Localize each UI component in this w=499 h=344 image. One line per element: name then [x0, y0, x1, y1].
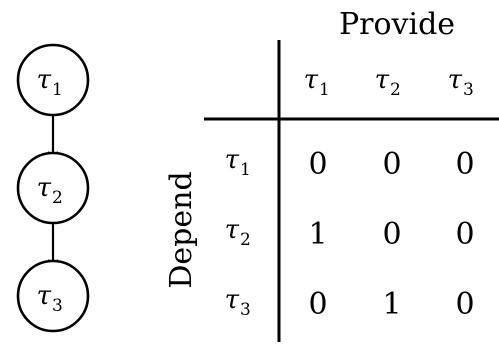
matrix-cell-3-3: 0	[455, 287, 474, 322]
matrix-col-header-3: τ 3	[448, 65, 474, 100]
graph-node-3-symbol: τ	[37, 281, 52, 311]
matrix-cell-2-2: 0	[382, 217, 401, 252]
graph-node-1: τ 1	[16, 43, 90, 117]
matrix-row-title: Depend	[164, 171, 199, 288]
dependency-graph: τ 1 τ 2 τ 3	[16, 43, 90, 333]
matrix-cell-3-2: 1	[382, 287, 401, 322]
matrix-row-header-1: τ 1	[225, 145, 251, 180]
matrix-col-header-1: τ 1	[304, 65, 330, 100]
matrix-cell-1-2: 0	[382, 147, 401, 182]
dependency-matrix: Provide Depend τ 1 τ 2 τ 3 τ 1 τ 2 τ	[164, 7, 499, 342]
matrix-column-title: Provide	[339, 7, 455, 42]
matrix-row-header-2-symbol: τ	[225, 215, 240, 245]
matrix-cell-3-1: 0	[308, 287, 327, 322]
graph-node-1-subscript: 1	[52, 80, 63, 100]
matrix-col-header-2-subscript: 2	[390, 80, 401, 100]
matrix-col-header-2: τ 2	[375, 65, 401, 100]
matrix-cell-2-3: 0	[455, 217, 474, 252]
matrix-col-header-1-symbol: τ	[304, 65, 319, 95]
graph-node-2-symbol: τ	[37, 173, 52, 203]
matrix-row-header-3: τ 3	[225, 285, 251, 320]
matrix-row-header-2-subscript: 2	[240, 230, 251, 250]
graph-node-2: τ 2	[16, 151, 90, 225]
matrix-row-header-2: τ 2	[225, 215, 251, 250]
matrix-col-header-1-subscript: 1	[319, 80, 330, 100]
graph-node-3-subscript: 3	[52, 296, 63, 316]
matrix-row-header-3-symbol: τ	[225, 285, 240, 315]
matrix-col-header-3-symbol: τ	[448, 65, 463, 95]
graph-node-1-symbol: τ	[37, 65, 52, 95]
matrix-row-header-1-symbol: τ	[225, 145, 240, 175]
graph-node-2-subscript: 2	[52, 188, 63, 208]
graph-node-3: τ 3	[16, 259, 90, 333]
matrix-row-header-1-subscript: 1	[240, 160, 251, 180]
matrix-cell-1-1: 0	[308, 147, 327, 182]
matrix-col-header-2-symbol: τ	[375, 65, 390, 95]
matrix-col-header-3-subscript: 3	[463, 80, 474, 100]
matrix-cell-1-3: 0	[455, 147, 474, 182]
matrix-cell-2-1: 1	[308, 217, 327, 252]
matrix-row-header-3-subscript: 3	[240, 300, 251, 320]
